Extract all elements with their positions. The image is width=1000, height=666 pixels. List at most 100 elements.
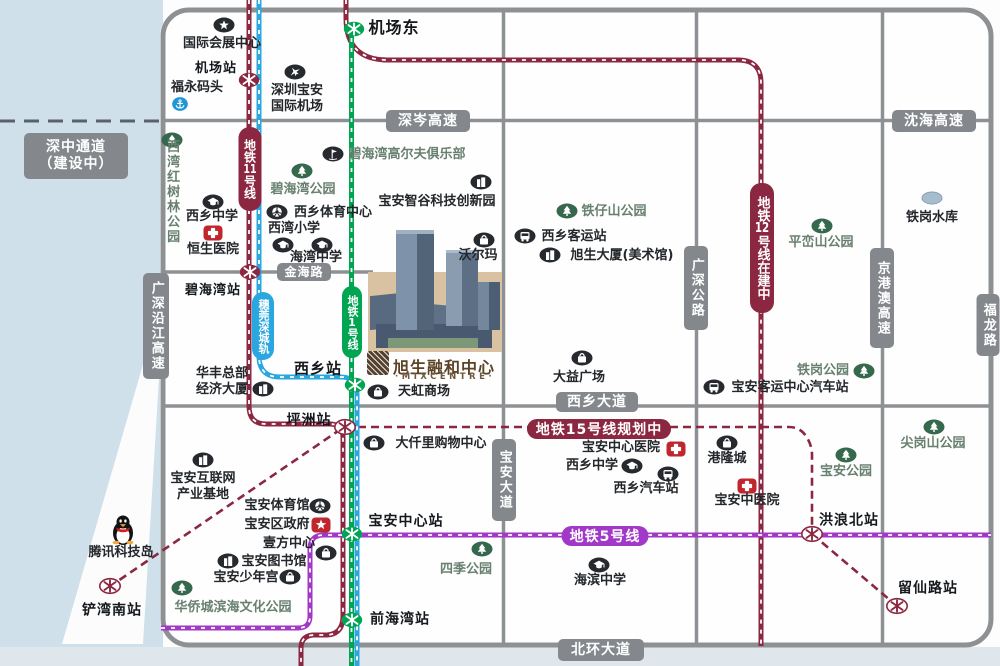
station-icon-baoanzhongxin[interactable] [341, 526, 364, 543]
poi-icon-haiwan-ms[interactable] [311, 237, 333, 253]
road-label-guangshen: 广深公路 [684, 246, 708, 330]
poi-icon-zhongxin-hospital[interactable] [666, 441, 687, 458]
poi-label-huafeng: 华丰总部 经济大厦 [195, 365, 249, 397]
poi-label-internet-base: 宝安互联网 产业基地 [170, 470, 236, 502]
poi-label-dayi-plaza: 大益广场 [552, 369, 606, 385]
poi-label-oct-park: 华侨城滨海文化公园 [174, 599, 292, 615]
station-label-qianhaiwan: 前海湾站 [370, 611, 430, 628]
poi-icon-convention[interactable] [213, 17, 235, 33]
metro-line11 [246, 0, 346, 666]
poi-icon-library[interactable] [217, 553, 239, 569]
poi-icon-tiezaishan[interactable] [556, 203, 578, 219]
poi-icon-siji-park[interactable] [471, 541, 493, 557]
poi-icon-tianhong[interactable] [367, 384, 389, 400]
poi-icon-golf[interactable] [322, 146, 344, 162]
poi-label-tiegang-park: 铁岗公园 [796, 362, 850, 378]
poi-label-keyun-center: 宝安客运中心汽车站 [731, 379, 849, 395]
project-logo [367, 351, 389, 375]
poi-icon-huafeng[interactable] [252, 381, 274, 397]
poi-label-sports-center: 西乡体育中心 [293, 204, 373, 220]
poi-icon-government[interactable] [311, 517, 332, 534]
poi-label-xixiang-bus: 西乡汽车站 [613, 480, 679, 496]
poi-label-library: 宝安图书馆 [241, 553, 307, 569]
poi-icon-keyun-center[interactable] [703, 379, 725, 395]
poi-icon-haibin-ms[interactable] [588, 557, 610, 573]
poi-label-tiegang-reservoir: 铁岗水库 [905, 209, 959, 225]
station-icon-honglangbei[interactable] [801, 525, 824, 543]
station-label-liuxianlu: 留仙路站 [898, 580, 958, 597]
bottom-strip [0, 647, 1000, 666]
station-icon-liuxianlu[interactable] [886, 597, 909, 615]
station-label-chanwannan: 铲湾南站 [82, 602, 142, 619]
poi-label-zhongyi-hospital: 宝安中医院 [714, 492, 780, 508]
poi-label-zhongxin-hospital: 宝安中心医院 [581, 439, 661, 455]
poi-icon-mangrove[interactable] [161, 132, 183, 148]
project-subtitle: ·MIXCENTRE· [395, 372, 496, 382]
poi-icon-dayi-plaza[interactable] [571, 350, 593, 366]
poi-icon-tiegang-reservoir[interactable] [920, 190, 944, 206]
metro-line15-southwest [111, 427, 342, 587]
poi-icon-sports-center[interactable] [266, 204, 288, 220]
poi-label-hengsheng: 恒生医院 [186, 241, 240, 257]
poi-icon-xusheng-tower[interactable] [539, 247, 561, 263]
poi-icon-xixiang-bus[interactable] [657, 466, 679, 482]
station-icon-jichangdong[interactable] [343, 21, 366, 38]
poi-label-xixiang-ms: 西乡中学 [185, 208, 239, 224]
poi-icon-keyunzhan[interactable] [514, 228, 536, 244]
poi-icon-airport[interactable] [284, 64, 306, 80]
station-label-jichangdong: 机场东 [368, 18, 420, 37]
project-title: 旭生融和中心 [393, 358, 496, 377]
poi-icon-shaoniangong[interactable] [279, 569, 301, 585]
poi-label-tiezaishan: 铁仔山公园 [581, 203, 647, 219]
road-label-beihuan: 北环大道 [558, 639, 644, 661]
station-icon-xixiangzhan[interactable] [344, 377, 367, 394]
poi-label-zhigu: 宝安智谷科技创新园 [378, 193, 496, 209]
poi-icon-zhongyi-hospital[interactable] [737, 478, 758, 495]
poi-icon-xixiang-ms[interactable] [202, 194, 224, 210]
tower-third [478, 282, 500, 330]
station-icon-chanwannan[interactable] [99, 577, 122, 595]
poi-icon-hengsheng[interactable] [203, 225, 224, 242]
poi-icon-tiegang-park[interactable] [853, 363, 875, 379]
poi-label-ganglongcheng: 港隆城 [707, 450, 747, 466]
road-label-jinggangao: 京港澳高速 [870, 248, 894, 348]
poi-label-pingluanshan: 平峦山公园 [788, 234, 854, 250]
poi-icon-tiyuguan[interactable] [309, 498, 331, 514]
metro-label-l15: 地铁15号线规划中 [527, 419, 671, 439]
station-icon-bihaiwan[interactable] [239, 264, 262, 281]
poi-label-daqianli: 大仟里购物中心 [395, 435, 487, 451]
poi-label-siji-park: 四季公园 [439, 561, 493, 577]
poi-icon-walmart[interactable] [473, 232, 495, 248]
station-label-baoanzhongxin: 宝安中心站 [368, 513, 444, 530]
poi-icon-zhigu[interactable] [470, 174, 492, 190]
poi-icon-daqianli[interactable] [363, 435, 385, 451]
tower-secondary [446, 250, 478, 326]
poi-label-xixiang-ms2: 西乡中学 [565, 457, 619, 473]
poi-icon-xixiang-ms2[interactable] [621, 458, 643, 474]
poi-icon-ganglongcheng[interactable] [716, 435, 738, 451]
road-label-fulong: 福龙路 [976, 294, 1000, 356]
poi-icon-baoan-park[interactable] [835, 447, 857, 463]
station-icon-jichangzhan[interactable] [238, 72, 261, 89]
metro-line15-southeast [811, 533, 898, 607]
poi-icon-pingluanshan[interactable] [811, 218, 833, 234]
poi-icon-jiangangshan[interactable] [923, 419, 945, 435]
poi-label-mangrove: 西湾红树林公园 [164, 139, 180, 245]
poi-icon-xiwan-primary[interactable] [272, 237, 294, 253]
poi-label-government: 宝安区政府 [244, 516, 310, 532]
metro-label-l5: 地铁5号线 [561, 526, 649, 546]
poi-icon-tencent[interactable] [109, 514, 137, 546]
poi-icon-fuyong-wharf[interactable] [170, 96, 190, 112]
poi-label-golf: 碧海湾高尔夫俱乐部 [348, 146, 466, 162]
poi-icon-yifang[interactable] [315, 545, 337, 561]
poi-label-haibin-ms: 海滨中学 [573, 572, 627, 588]
poi-label-bihaiwan-park: 碧海湾公园 [270, 181, 336, 197]
poi-icon-bihaiwan-park[interactable] [291, 163, 313, 179]
station-icon-qianhaiwan[interactable] [341, 612, 364, 629]
station-icon-pingzhou[interactable] [334, 418, 357, 436]
poi-icon-internet-base[interactable] [192, 452, 214, 468]
poi-icon-oct-park[interactable] [171, 580, 193, 596]
